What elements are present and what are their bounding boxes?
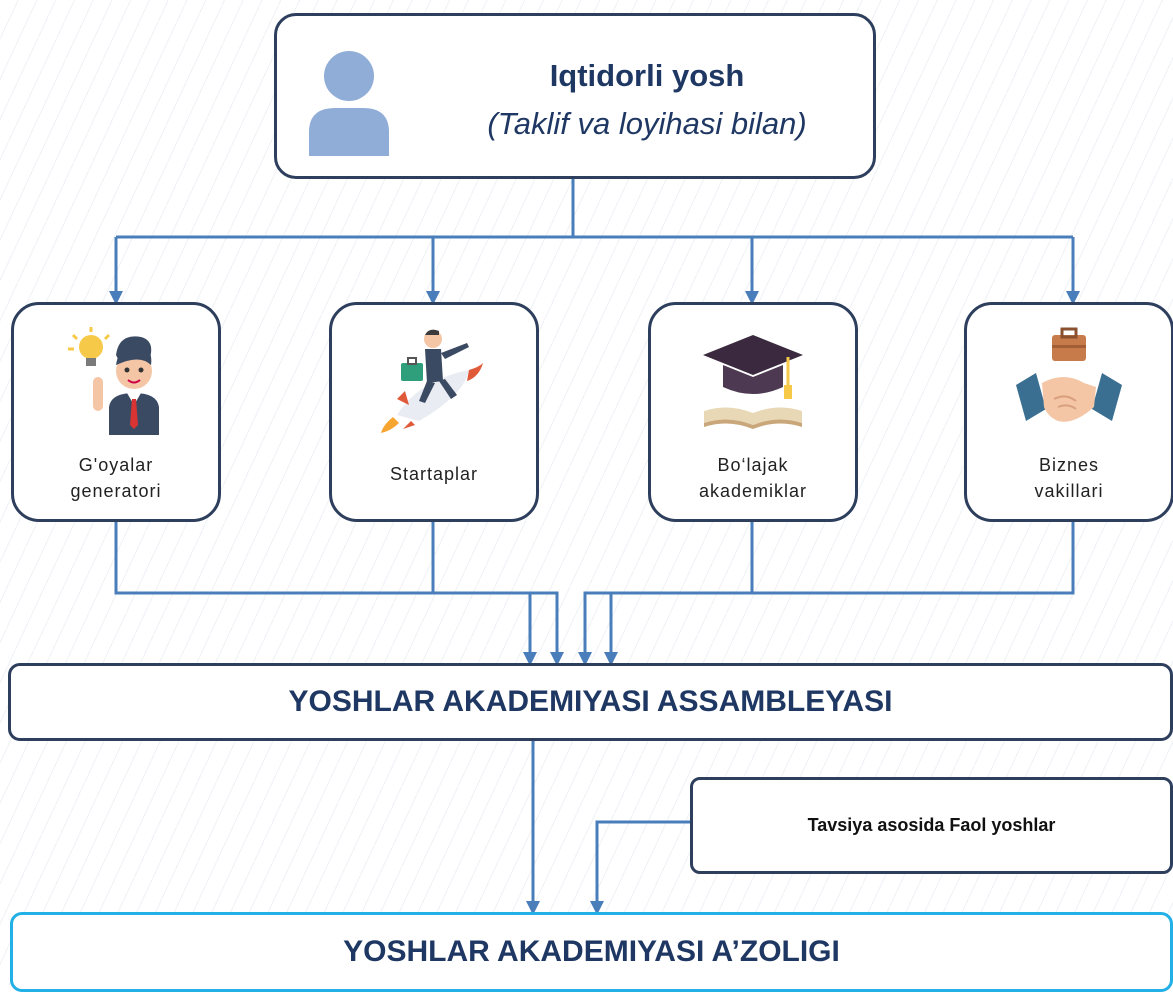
arrow-category-1-to-assembly bbox=[114, 522, 537, 666]
arrow-recommendation-to-membership bbox=[590, 820, 690, 915]
category-label-ideas-line2: generatori bbox=[70, 481, 162, 501]
membership-box: YOSHLAR AKADEMIYASI A’ZOLIGI bbox=[10, 912, 1173, 992]
handshake-briefcase-icon bbox=[1016, 327, 1122, 422]
arrow-category-4-to-assembly bbox=[604, 522, 1075, 666]
category-label-ideas-line1: G'oyalar bbox=[78, 455, 154, 475]
category-box-academics: Bo‘lajak akademiklar bbox=[648, 302, 858, 522]
rocket-businessman-icon bbox=[381, 329, 483, 433]
category-label-startups: Startaplar bbox=[389, 464, 479, 484]
top-title: Iqtidorli yosh bbox=[549, 58, 745, 93]
idea-businessman-icon bbox=[68, 327, 159, 435]
category-label-academics-line1: Bo‘lajak bbox=[717, 455, 789, 475]
assembly-box: YOSHLAR AKADEMIYASI ASSAMBLEYASI bbox=[8, 663, 1173, 741]
person-icon bbox=[309, 51, 389, 156]
category-box-business: Biznes vakillari bbox=[964, 302, 1173, 522]
top-box: Iqtidorli yosh (Taklif va loyihasi bilan… bbox=[274, 13, 876, 179]
top-subtitle: (Taklif va loyihasi bilan) bbox=[487, 106, 807, 141]
category-label-business-line2: vakillari bbox=[1034, 481, 1104, 501]
graduation-cap-book-icon bbox=[703, 335, 803, 429]
category-box-startups: Startaplar bbox=[329, 302, 539, 522]
recommendation-box: Tavsiya asosida Faol yoshlar bbox=[690, 777, 1173, 874]
category-label-business-line1: Biznes bbox=[1038, 455, 1100, 475]
category-box-ideas: G'oyalar generatori bbox=[11, 302, 221, 522]
arrow-category-2-to-assembly bbox=[431, 522, 564, 666]
category-label-academics-line2: akademiklar bbox=[698, 481, 808, 501]
